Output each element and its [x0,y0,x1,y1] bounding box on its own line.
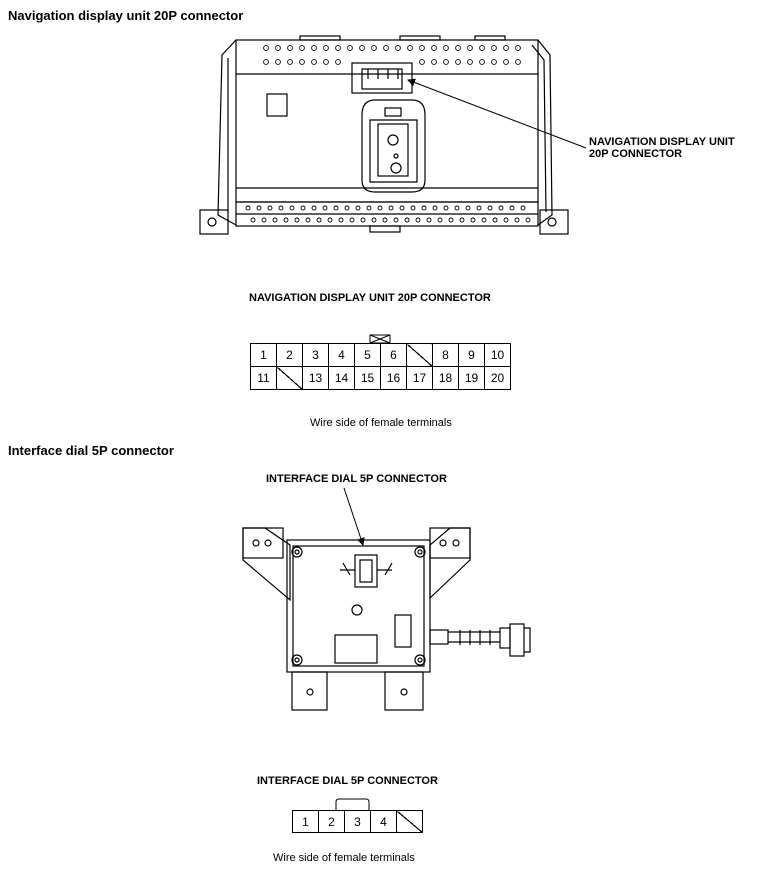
pin-13: 13 [302,366,329,390]
nav-connector-pinout: 1 2 3 4 5 6 8 9 10 11 13 14 15 16 17 18 … [250,343,511,390]
interface-dial-drawing [242,527,531,711]
pin-14: 14 [328,366,355,390]
dial-pin-4: 4 [370,810,397,833]
pin-5: 5 [354,343,381,367]
pin-4: 4 [328,343,355,367]
nav-callout-line1: NAVIGATION DISPLAY UNIT [589,136,735,148]
dial-connector-title: INTERFACE DIAL 5P CONNECTOR [257,775,438,787]
pin-11: 11 [250,366,277,390]
dial-connector-pinout: 1 2 3 4 [292,810,423,833]
nav-section-title: Navigation display unit 20P connector [8,8,244,23]
dial-pin-2: 2 [318,810,345,833]
pin-1: 1 [250,343,277,367]
pin-19: 19 [458,366,485,390]
pin-row-bottom: 11 13 14 15 16 17 18 19 20 [250,366,511,390]
nav-display-unit-drawing [199,35,569,235]
pin-16: 16 [380,366,407,390]
dial-pin-1: 1 [292,810,319,833]
nav-connector-title: NAVIGATION DISPLAY UNIT 20P CONNECTOR [249,292,491,304]
dial-pin-row: 1 2 3 4 [292,810,423,833]
pin-10: 10 [484,343,511,367]
nav-callout-line2: 20P CONNECTOR [589,148,683,160]
pin-7-unused [406,343,433,367]
dial-pin-3: 3 [344,810,371,833]
pin-row-top: 1 2 3 4 5 6 8 9 10 [250,343,511,367]
dial-connector-key [335,798,370,810]
pin-6: 6 [380,343,407,367]
pin-20: 20 [484,366,511,390]
pin-18: 18 [432,366,459,390]
nav-vent-holes [245,45,531,223]
nav-connector-key [369,334,391,344]
pin-9: 9 [458,343,485,367]
pin-3: 3 [302,343,329,367]
pin-15: 15 [354,366,381,390]
pin-12-unused [276,366,303,390]
pin-2: 2 [276,343,303,367]
dial-callout: INTERFACE DIAL 5P CONNECTOR [266,473,447,485]
dial-pin-5-unused [396,810,423,833]
dial-callout-leader [343,487,365,546]
nav-connector-caption: Wire side of female terminals [310,417,452,429]
pin-8: 8 [432,343,459,367]
nav-callout-leader [407,78,587,149]
dial-connector-caption: Wire side of female terminals [273,852,415,864]
nav-callout: NAVIGATION DISPLAY UNIT 20P CONNECTOR [589,136,735,160]
dial-section-title: Interface dial 5P connector [8,443,174,458]
pin-17: 17 [406,366,433,390]
